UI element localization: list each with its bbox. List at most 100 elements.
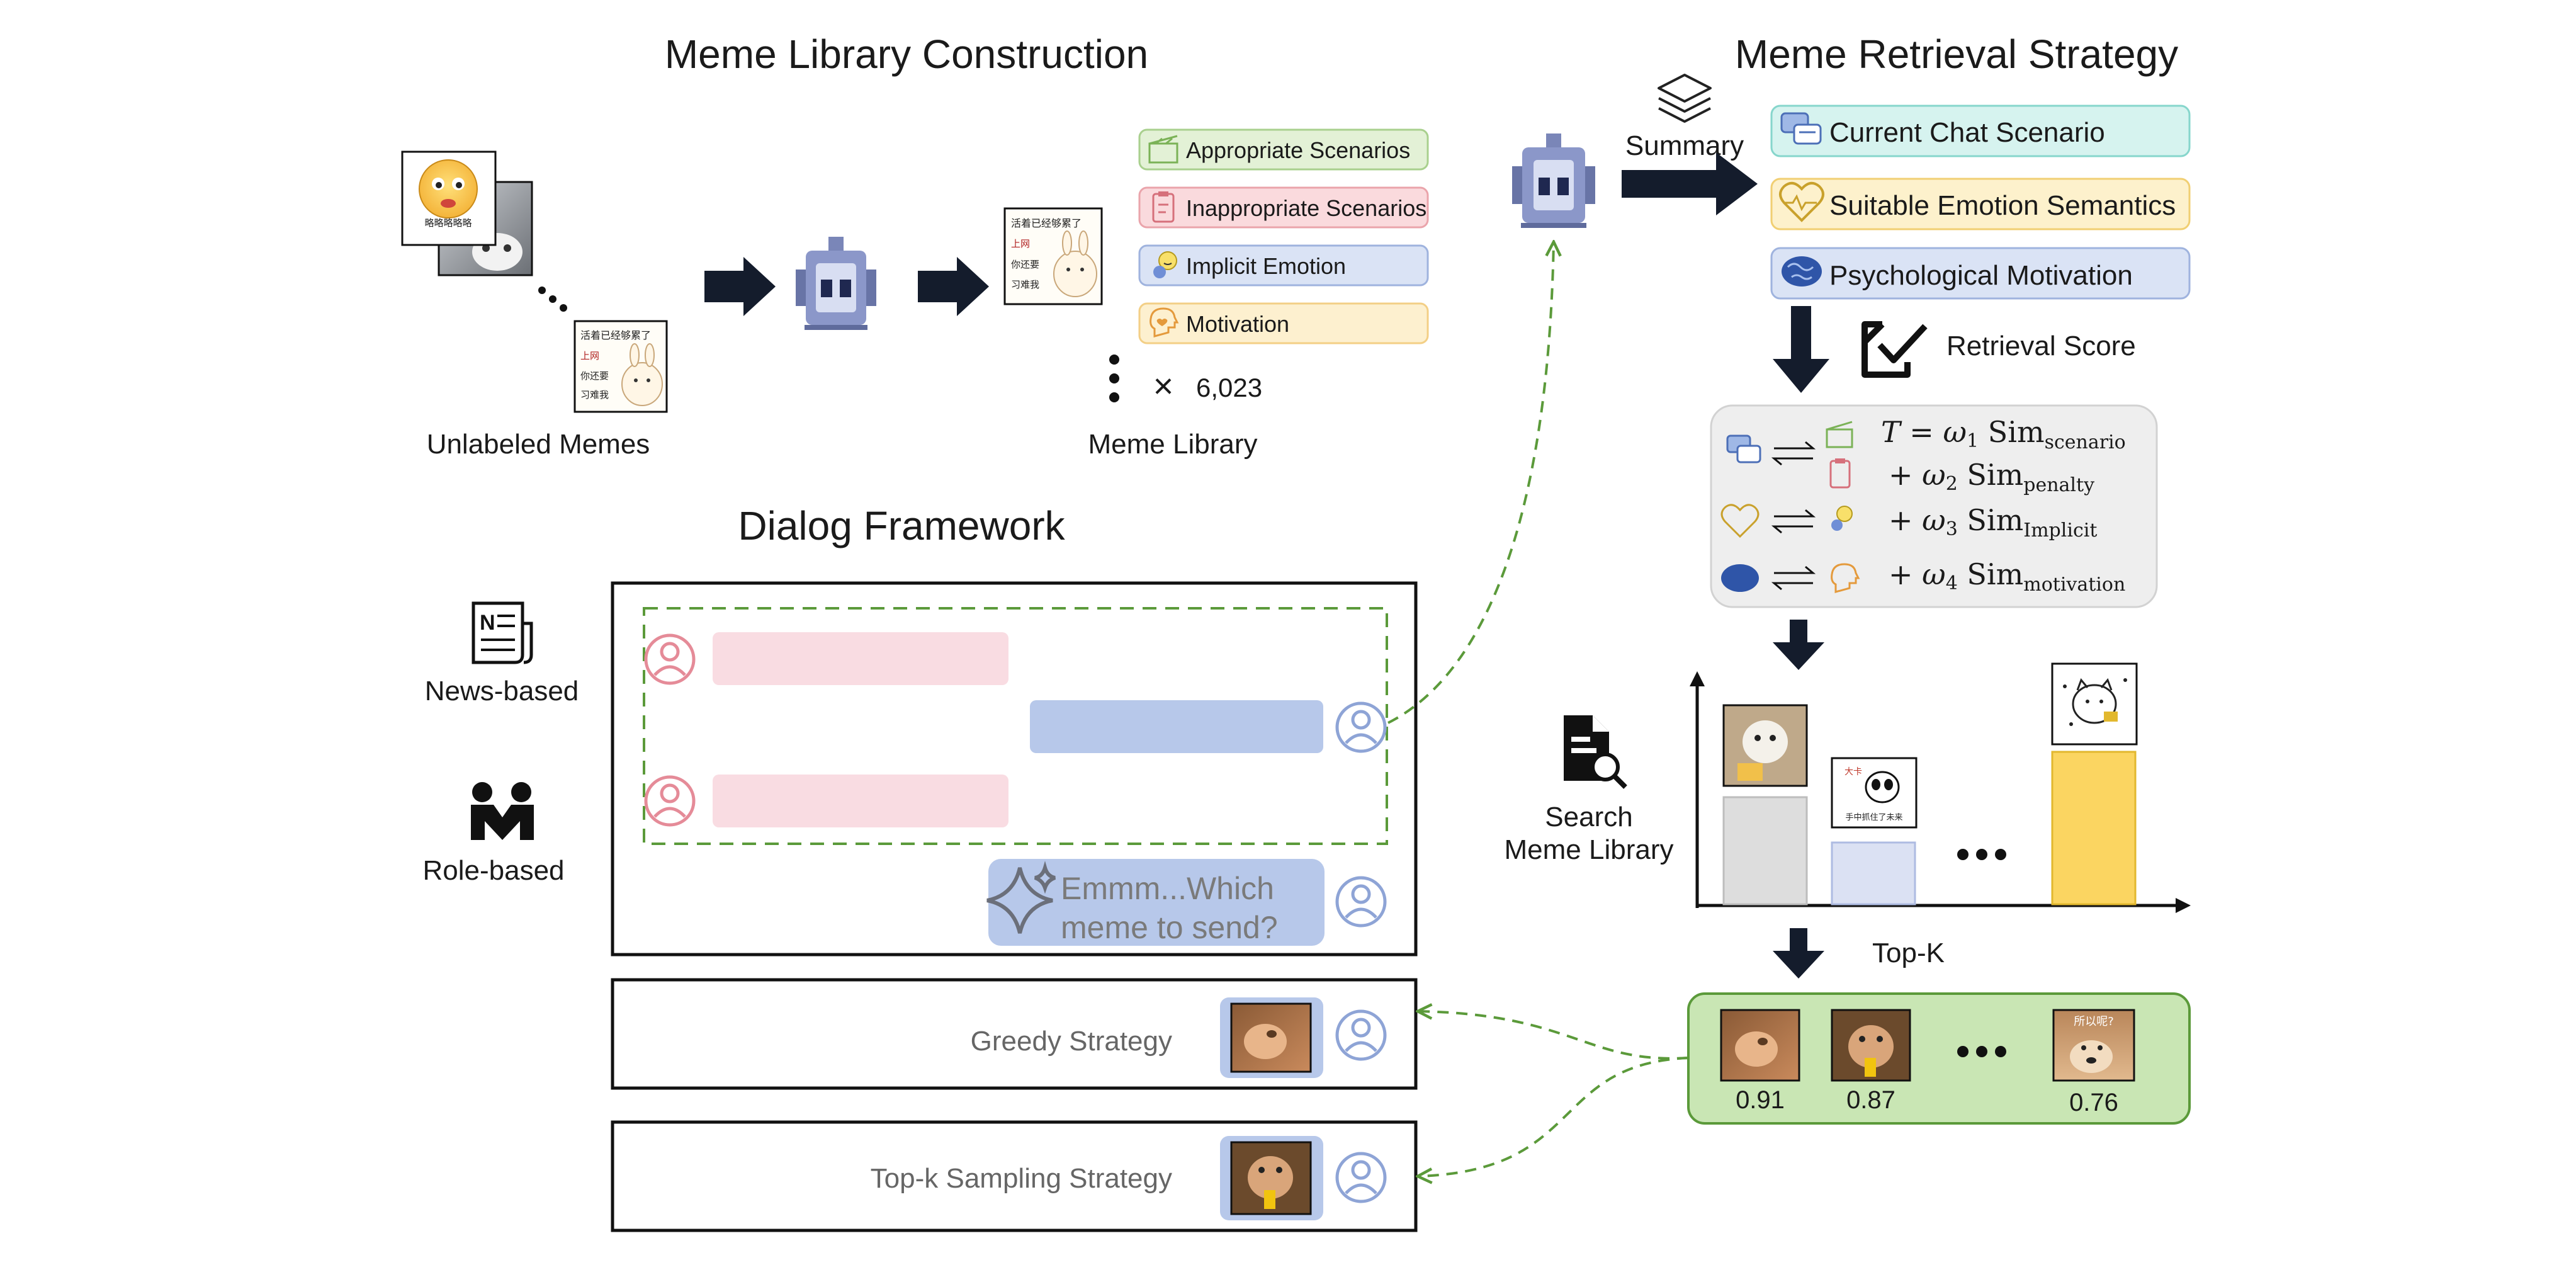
llm-robot-icon (1512, 133, 1595, 228)
meme-text-line: 你还要 (580, 370, 609, 382)
llm-robot-icon (796, 237, 876, 330)
greedy-strategy-label: Greedy Strategy (971, 1026, 1172, 1057)
sparkle-icon (986, 861, 1056, 934)
message-bubble (713, 632, 1008, 685)
layers-icon (1658, 74, 1712, 123)
meme-text-line: 上网 (580, 350, 599, 361)
query-emotion-semantics: Suitable Emotion Semantics (1770, 178, 2191, 230)
arrow-to-score (1773, 306, 1829, 393)
query-chat-scenario: Current Chat Scenario (1770, 105, 2191, 157)
retrieval-title: Meme Retrieval Strategy (1735, 31, 2178, 77)
topk-to-greedy-connector (1418, 1011, 1689, 1060)
user-avatar (644, 633, 696, 685)
swap-arrows-icon (1771, 441, 1816, 466)
thinking-text-2: meme to send? (1061, 910, 1278, 945)
formula-line-2: + ω2 Simpenalty (1889, 458, 2094, 496)
topk-to-sampling-connector (1418, 1057, 1689, 1176)
brain-icon (1721, 564, 1759, 592)
search-document-icon (1564, 715, 1627, 789)
formula-line-3: + ω3 SimImplicit (1889, 503, 2097, 542)
query-label: Current Chat Scenario (1829, 117, 2105, 148)
bot-avatar (1335, 1009, 1387, 1061)
dialog-history-region (643, 607, 1388, 845)
meme-text-line: 你还要 (1011, 259, 1039, 270)
meme-text-line: 活着已经够累了 (1011, 217, 1082, 229)
bar-meme-panda: 大卡 手中抓住了未来 (1831, 757, 1918, 829)
unlabeled-text-meme: 活着已经够累了 上网 你还要 习难我 (573, 320, 668, 413)
message-bubble (1030, 700, 1323, 753)
labeled-meme: 活着已经够累了 上网 你还要 习难我 (1003, 207, 1103, 305)
query-label: Psychological Motivation (1829, 260, 2133, 291)
message-bubble (713, 775, 1008, 827)
query-psych-motivation: Psychological Motivation (1770, 247, 2191, 300)
handshake-icon (471, 782, 534, 840)
search-label-1: Search (1545, 802, 1632, 832)
bot-avatar (1335, 1152, 1387, 1203)
retrieval-score-label: Retrieval Score (1946, 331, 2136, 361)
arrow-to-robot (704, 257, 776, 316)
check-document-icon (1861, 321, 1928, 378)
dialog-title: Dialog Framework (738, 503, 1065, 548)
formula-line-4: + ω4 Simmotivation (1889, 557, 2125, 596)
topk-panel: 所以呢? 0.91 0.87 0.76 (1687, 992, 2191, 1125)
emotion-face-icon (1831, 506, 1853, 531)
score-formula-panel: T = ω1 Simscenario + ω2 Simpenalty + ω3 … (1710, 404, 2158, 608)
selected-meme (1230, 1002, 1312, 1073)
tag-motivation: Motivation (1138, 302, 1429, 344)
bot-avatar (1335, 876, 1387, 928)
chat-bubbles-icon (1726, 434, 1761, 463)
topk-score: 0.87 (1846, 1086, 1895, 1114)
times-symbol: × (1153, 366, 1174, 406)
topk-score: 0.76 (2069, 1089, 2118, 1116)
tag-label: Motivation (1186, 311, 1289, 337)
meme-text-line: 习难我 (580, 389, 609, 400)
meme-caption: 大卡 (1844, 767, 1862, 777)
arrow-to-search (1773, 620, 1824, 670)
unlabeled-memes-label: Unlabeled Memes (427, 429, 650, 460)
head-heart-icon (1150, 307, 1179, 338)
topk-meme-3: 所以呢? (2052, 1009, 2135, 1082)
unlabeled-memes-stack: 略略略略略 活着已经够累了 上网 你还要 习难我 Unlabeled Memes (401, 150, 668, 460)
clipboard-icon (1152, 191, 1175, 223)
tag-label: Appropriate Scenarios (1186, 137, 1410, 163)
news-icon: N (472, 601, 533, 664)
topk-meme-1 (1720, 1009, 1800, 1082)
topk-sampling-label: Top-k Sampling Strategy (871, 1163, 1172, 1194)
score-bar (2051, 751, 2137, 905)
clapperboard-icon (1826, 421, 1853, 448)
role-based-label: Role-based (422, 855, 564, 886)
greedy-strategy-box: Greedy Strategy (611, 978, 1418, 1090)
arrow-from-robot (918, 257, 989, 316)
meme-text-line: 习难我 (1011, 279, 1039, 290)
clipboard-icon (1829, 458, 1851, 489)
tag-inappropriate: Inappropriate Scenarios (1138, 186, 1429, 229)
meme-text-line: 活着已经够累了 (580, 329, 651, 341)
brain-icon (1782, 256, 1822, 287)
library-count: 6,023 (1196, 373, 1262, 402)
meme-text-line: 上网 (1011, 238, 1030, 249)
bar-meme-cat (2051, 662, 2138, 746)
topk-meme-2 (1831, 1009, 1911, 1082)
swap-arrows-icon (1771, 565, 1816, 591)
meme-library-label: Meme Library (1088, 429, 1258, 460)
heart-pulse-icon (1779, 181, 1824, 222)
meme-face-caption: 略略略略略 (424, 217, 472, 229)
meme-caption: 手中抓住了未来 (1845, 813, 1902, 822)
svg-text:N: N (480, 611, 495, 635)
library-ellipsis (1109, 355, 1119, 402)
bar-meme-dog (1722, 704, 1808, 787)
swap-arrows-icon (1771, 509, 1816, 534)
heart-pulse-icon (1720, 504, 1760, 538)
formula-line-1: T = ω1 Simscenario (1881, 415, 2126, 453)
clapperboard-icon (1148, 135, 1178, 164)
score-bar (1831, 841, 1916, 905)
summary-label: Summary (1625, 130, 1744, 161)
score-bar-chart: 大卡 手中抓住了未来 (1690, 662, 2191, 913)
meme-caption: 所以呢? (2074, 1015, 2114, 1028)
thinking-bubble: Emmm...Which meme to send? (986, 859, 1325, 946)
dialog-box: Emmm...Which meme to send? (611, 581, 1418, 956)
selected-meme (1230, 1141, 1312, 1215)
dialog-to-robot-connector (1387, 242, 1554, 724)
tag-appropriate: Appropriate Scenarios (1138, 128, 1429, 171)
